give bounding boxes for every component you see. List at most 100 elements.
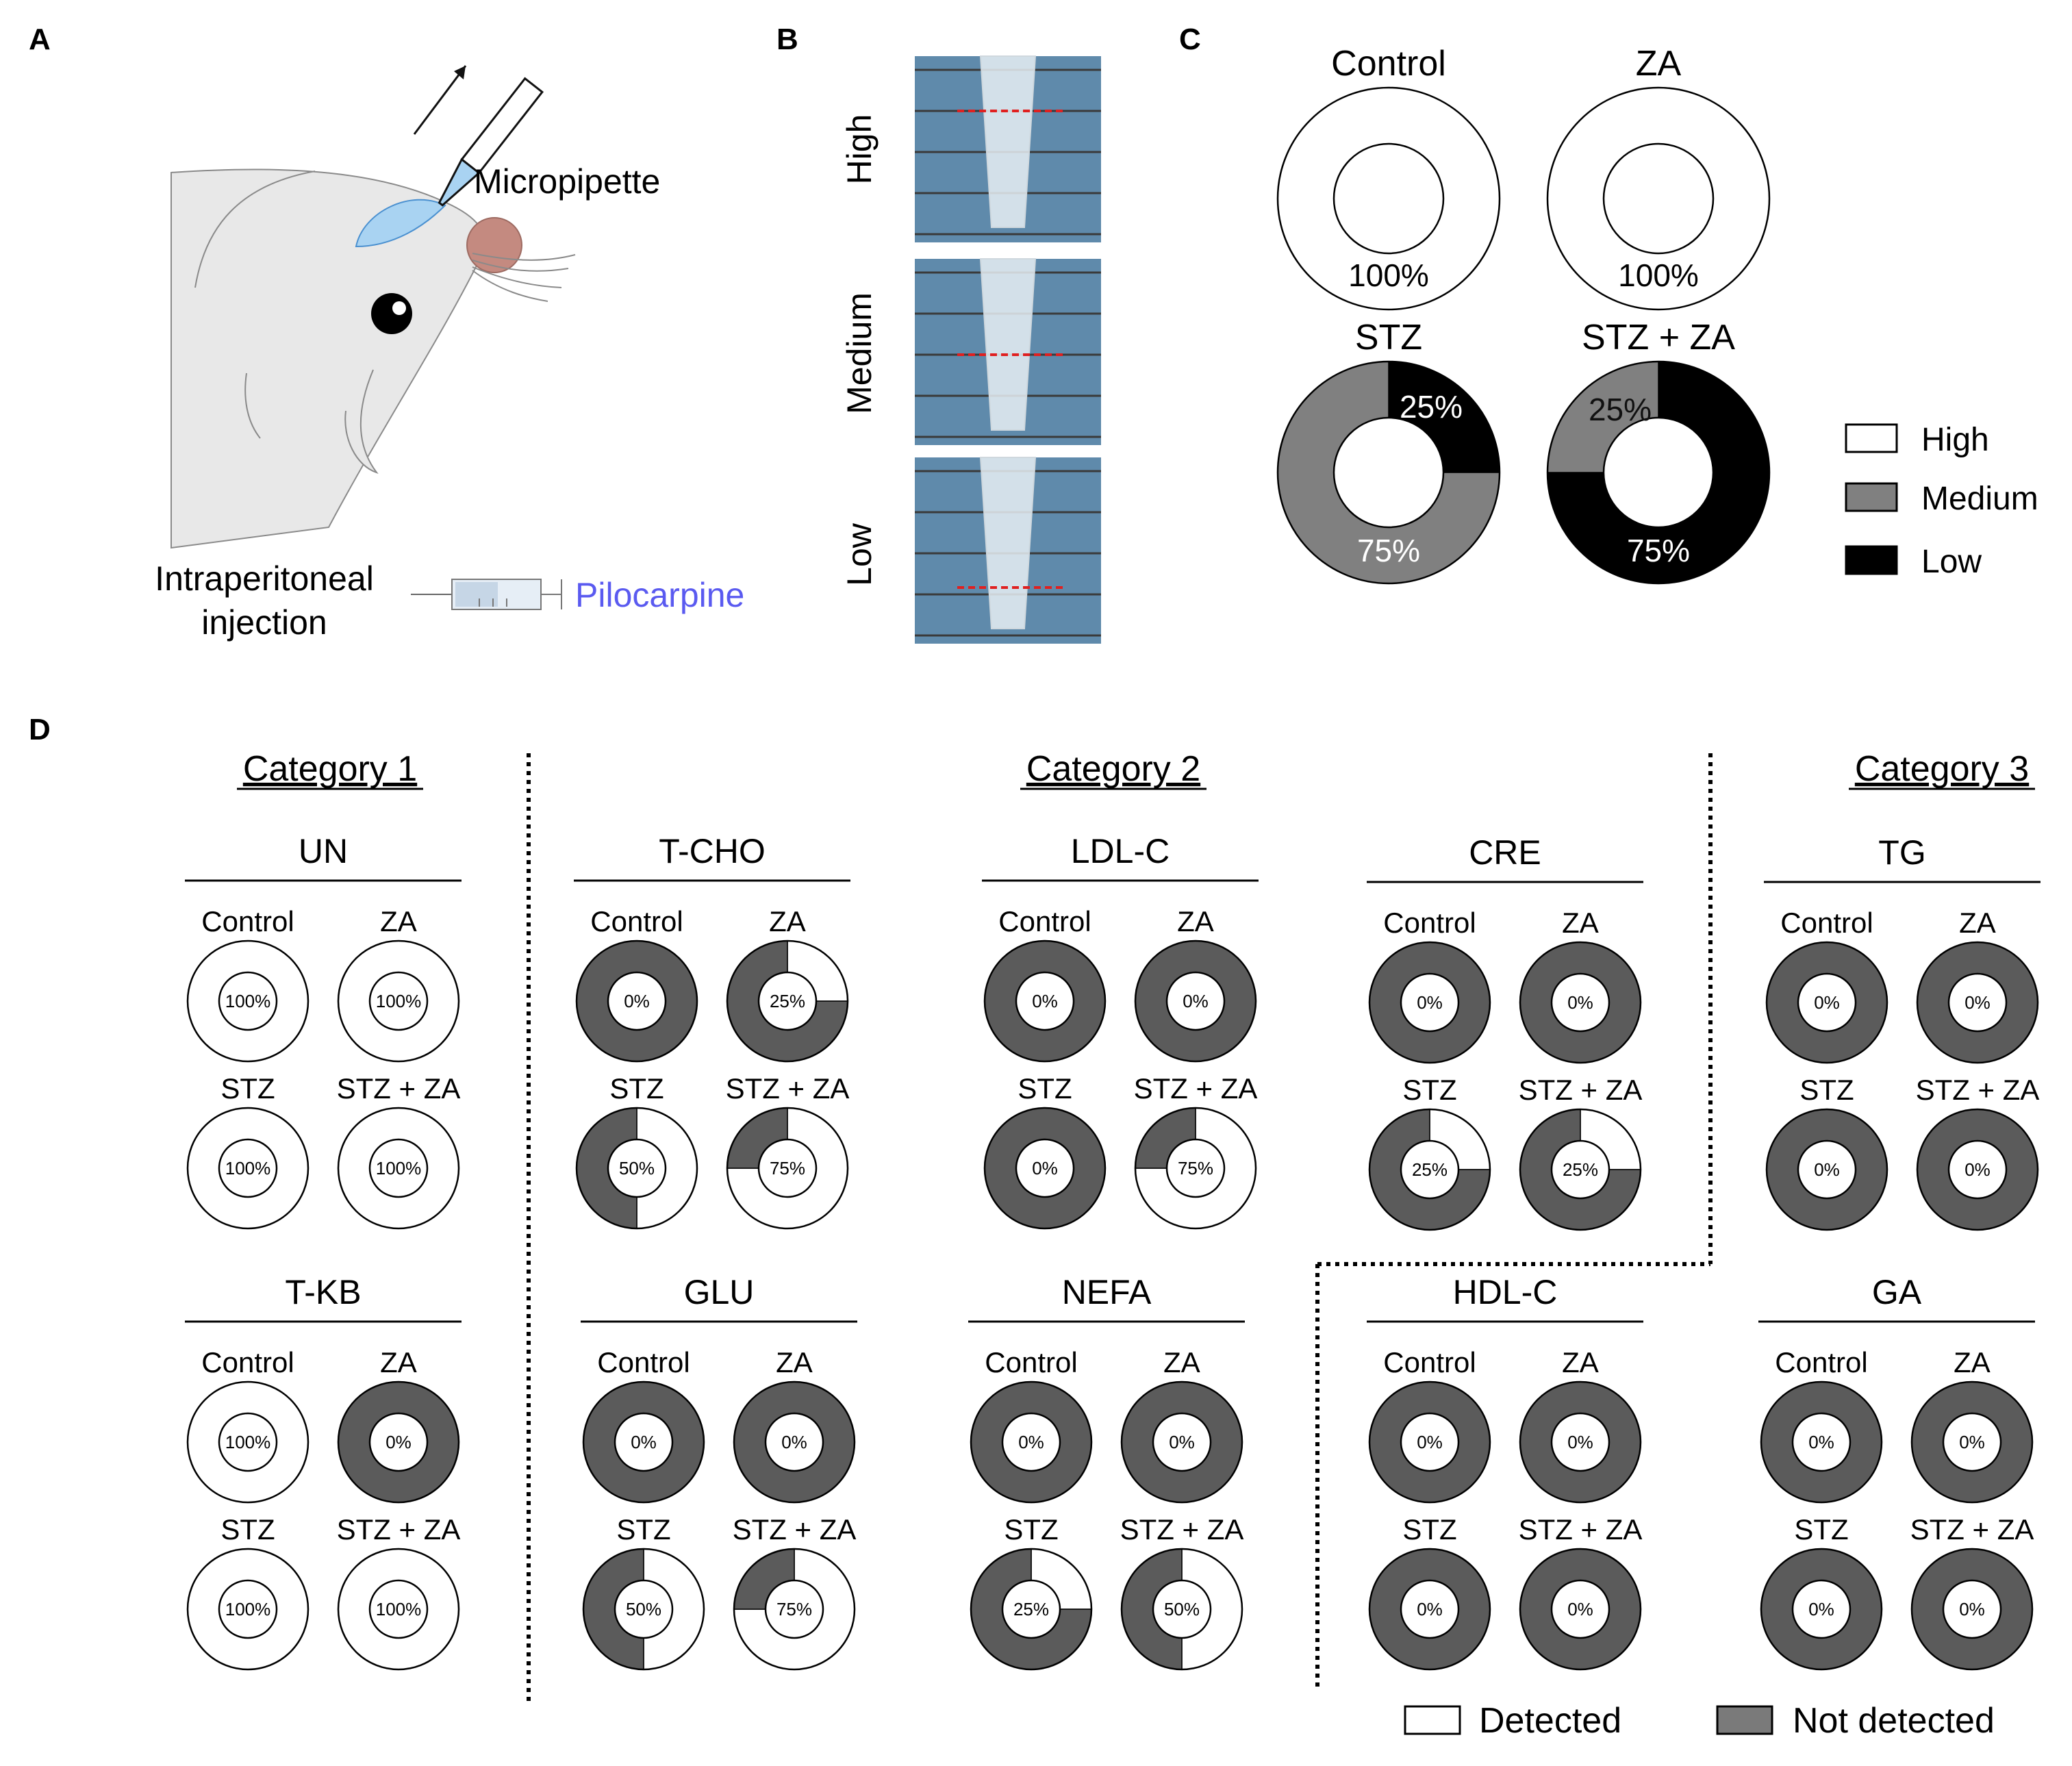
pipette-direction-arrow bbox=[413, 65, 467, 135]
category-header-category-1: Category 1 bbox=[243, 749, 417, 789]
analyte-hdl-c-donut-stz-slice-not-detected bbox=[1369, 1549, 1490, 1669]
analyte-nefa-donut-stz-hole bbox=[1001, 1579, 1061, 1639]
analyte-nefa-donut-za-title: ZA bbox=[1163, 1346, 1200, 1378]
analyte-tg-donut-control-title: Control bbox=[1780, 907, 1873, 939]
analyte-un-donut-control-outer-ring bbox=[186, 939, 309, 1063]
analyte-tg-donut-control-outer-ring bbox=[1765, 941, 1888, 1064]
analyte-cre-donut-za-outer-ring bbox=[1519, 941, 1642, 1064]
analyte-hdl-c-donut-stz-za bbox=[1519, 1548, 1642, 1671]
analyte-cre-donut-control-slice-not-detected bbox=[1369, 942, 1490, 1063]
analyte-ga-donut-stz-hole bbox=[1791, 1579, 1852, 1639]
analyte-hdl-c-donut-stz-za-title: STZ + ZA bbox=[1519, 1513, 1643, 1546]
analyte-t-kb-donut-stz-title: STZ bbox=[220, 1513, 275, 1546]
saliva-drop bbox=[355, 199, 446, 248]
analyte-un-donut-stz-title: STZ bbox=[220, 1072, 275, 1105]
analyte-ga-donut-control-outer-ring bbox=[1760, 1380, 1883, 1504]
analyte-t-kb-donut-control bbox=[186, 1380, 309, 1504]
analyte-ga-donut-stz-za-title: STZ + ZA bbox=[1910, 1513, 2034, 1546]
donut-c-control-hole bbox=[1332, 142, 1445, 255]
analyte-cre-donut-control-hole bbox=[1400, 972, 1460, 1033]
analyte-un-donut-stz-za bbox=[337, 1107, 460, 1230]
analyte-un-donut-za-outer-ring bbox=[337, 939, 460, 1063]
analyte-hdl-c-title: HDL-C bbox=[1453, 1273, 1558, 1311]
tube-photo-medium bbox=[915, 258, 1101, 445]
analyte-t-cho-donut-control-outer-ring bbox=[575, 939, 698, 1063]
category-dividers bbox=[527, 753, 1713, 1705]
analyte-t-kb-donut-control-title: Control bbox=[201, 1346, 294, 1378]
donut-c-za-title: ZA bbox=[1636, 44, 1682, 84]
analyte-nefa-donut-control-outer-ring bbox=[970, 1380, 1093, 1504]
analyte-cre-donut-control-label: 0% bbox=[1417, 992, 1443, 1013]
analyte-ga-donut-stz-slice-not-detected bbox=[1761, 1549, 1882, 1669]
analyte-nefa-donut-control-label: 0% bbox=[1018, 1432, 1044, 1452]
analyte-t-kb-donut-za-outer-ring bbox=[337, 1380, 460, 1504]
donut-c-stz-label-medium: 75% bbox=[1357, 533, 1420, 568]
mouse-ear bbox=[344, 369, 379, 474]
analyte-t-cho-donut-control bbox=[575, 939, 698, 1063]
donut-c-stz-label-low: 25% bbox=[1400, 389, 1463, 425]
analyte-tg-donut-control bbox=[1765, 941, 1888, 1064]
analyte-t-kb-donut-stz-za-title: STZ + ZA bbox=[337, 1513, 461, 1546]
analyte-glu-donut-control-slice-not-detected bbox=[583, 1382, 704, 1502]
panel-b-photos bbox=[915, 55, 1101, 644]
analyte-ldl-c-title: LDL-C bbox=[1071, 832, 1170, 870]
analyte-ga-donut-stz-za-outer-ring bbox=[1910, 1548, 2034, 1671]
legend-swatch-high bbox=[1845, 423, 1898, 453]
donut-c-stz-za-outer-ring bbox=[1546, 360, 1771, 585]
analyte-ga-donut-stz-label: 0% bbox=[1808, 1599, 1834, 1619]
analyte-ldl-c-donut-stz-za-outer-ring bbox=[1134, 1107, 1257, 1230]
analyte-tg-donut-stz-za bbox=[1916, 1108, 2039, 1231]
analyte-nefa-donut-za-label: 0% bbox=[1169, 1432, 1195, 1452]
analyte-glu-donut-control-outer-ring bbox=[582, 1380, 705, 1504]
analyte-ga-donut-control-title: Control bbox=[1775, 1346, 1867, 1378]
analyte-nefa-title: NEFA bbox=[1062, 1273, 1152, 1311]
analyte-nefa-donut-stz-za bbox=[1120, 1548, 1243, 1671]
analyte-un-title: UN bbox=[299, 832, 348, 870]
donut-c-stz-outer-ring bbox=[1276, 360, 1501, 585]
analyte-ga-donut-control-label: 0% bbox=[1808, 1432, 1834, 1452]
analyte-ga-donut-stz-za-label: 0% bbox=[1959, 1599, 1985, 1619]
analyte-hdl-c-donut-stz-za-label: 0% bbox=[1567, 1599, 1593, 1619]
analyte-un-donut-control-label: 100% bbox=[225, 991, 271, 1011]
analyte-hdl-c-donut-stz-za-outer-ring bbox=[1519, 1548, 1642, 1671]
level-label-high: High bbox=[840, 114, 879, 185]
tube-photo-low bbox=[915, 457, 1101, 644]
analyte-glu-donut-stz bbox=[582, 1548, 705, 1671]
analyte-tg-donut-za bbox=[1916, 941, 2039, 1064]
analyte-cre-donut-stz bbox=[1368, 1108, 1491, 1231]
donut-c-control-slice-high bbox=[1278, 88, 1500, 310]
analyte-hdl-c-donut-control-label: 0% bbox=[1417, 1432, 1443, 1452]
panel-letter-c: C bbox=[1179, 23, 1201, 56]
analyte-nefa-donut-stz-za-title: STZ + ZA bbox=[1120, 1513, 1244, 1546]
analyte-nefa-donut-stz-label: 25% bbox=[1013, 1599, 1049, 1619]
analyte-un-donut-za-hole bbox=[368, 971, 429, 1031]
analyte-tg-donut-za-hole bbox=[1947, 972, 2008, 1033]
analyte-t-kb-donut-control-label: 100% bbox=[225, 1432, 271, 1452]
analyte-tg-donut-za-slice-not-detected bbox=[1917, 942, 2038, 1063]
analyte-ldl-c-donut-za bbox=[1134, 939, 1257, 1063]
analyte-tg-donut-control-hole bbox=[1797, 972, 1857, 1033]
analyte-t-cho-donut-stz-za-title: STZ + ZA bbox=[726, 1072, 850, 1105]
panel-letter-d: D bbox=[29, 713, 51, 746]
analyte-hdl-c-donut-za-hole bbox=[1550, 1412, 1610, 1472]
analyte-t-kb-donut-za bbox=[337, 1380, 460, 1504]
level-label-medium: Medium bbox=[840, 292, 879, 414]
analyte-cre-donut-za-hole bbox=[1550, 972, 1610, 1033]
analyte-ldl-c-donut-za-hole bbox=[1165, 971, 1226, 1031]
analyte-un-donut-stz-slice-detected bbox=[188, 1108, 308, 1228]
legend-swatch-detected bbox=[1404, 1705, 1461, 1735]
analyte-hdl-c-donut-stz-hole bbox=[1400, 1579, 1460, 1639]
mouse-whiskers bbox=[472, 253, 576, 302]
analyte-cre-donut-stz-za-title: STZ + ZA bbox=[1519, 1074, 1643, 1106]
analyte-un-donut-stz-za-hole bbox=[368, 1138, 429, 1198]
analyte-glu-donut-stz-hole bbox=[614, 1579, 674, 1639]
legend-label-high: High bbox=[1921, 422, 1989, 458]
analyte-t-kb-donut-stz-slice-detected bbox=[188, 1549, 308, 1669]
